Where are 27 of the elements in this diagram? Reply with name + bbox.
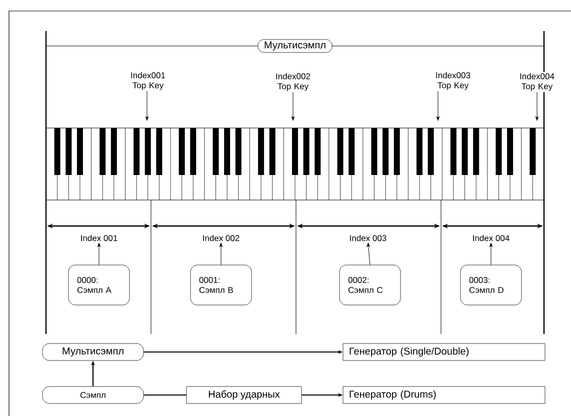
sample-box: 0001: Сэмпл B bbox=[190, 264, 252, 306]
drum-kit-box: Набор ударных bbox=[186, 386, 302, 404]
top-key-label: Index003 Top Key bbox=[431, 71, 475, 91]
top-key-label: Index001 Top Key bbox=[126, 71, 170, 91]
sample-box: 0000: Сэмпл A bbox=[68, 264, 130, 306]
sample-box: 0002: Сэмпл C bbox=[339, 264, 401, 306]
index-label: Index 002 bbox=[201, 234, 241, 242]
title-pill: Мультисэмпл bbox=[258, 39, 332, 53]
generator-box: Генератор (Single/Double) bbox=[342, 343, 546, 361]
top-key-label: Index004 Top Key bbox=[515, 72, 559, 92]
index-label: Index 004 bbox=[471, 234, 511, 242]
index-label: Index 001 bbox=[79, 234, 119, 242]
index-label: Index 003 bbox=[348, 234, 388, 242]
connector-line bbox=[144, 394, 186, 396]
top-key-label: Index002 Top Key bbox=[271, 72, 315, 92]
arrow bbox=[489, 242, 493, 266]
leader-line bbox=[291, 92, 295, 121]
leader-line bbox=[145, 90, 149, 121]
generator-box: Генератор (Drums) bbox=[342, 386, 546, 404]
arrow bbox=[219, 242, 223, 266]
leader-line bbox=[436, 90, 440, 121]
leader-line bbox=[535, 92, 539, 121]
sample-box: 0003: Сэмпл D bbox=[460, 264, 522, 306]
arrow bbox=[97, 242, 101, 266]
sample-pill: Сэмпл bbox=[42, 386, 144, 404]
multisample-pill: Мультисэмпл bbox=[42, 343, 144, 361]
arrow bbox=[366, 242, 370, 266]
